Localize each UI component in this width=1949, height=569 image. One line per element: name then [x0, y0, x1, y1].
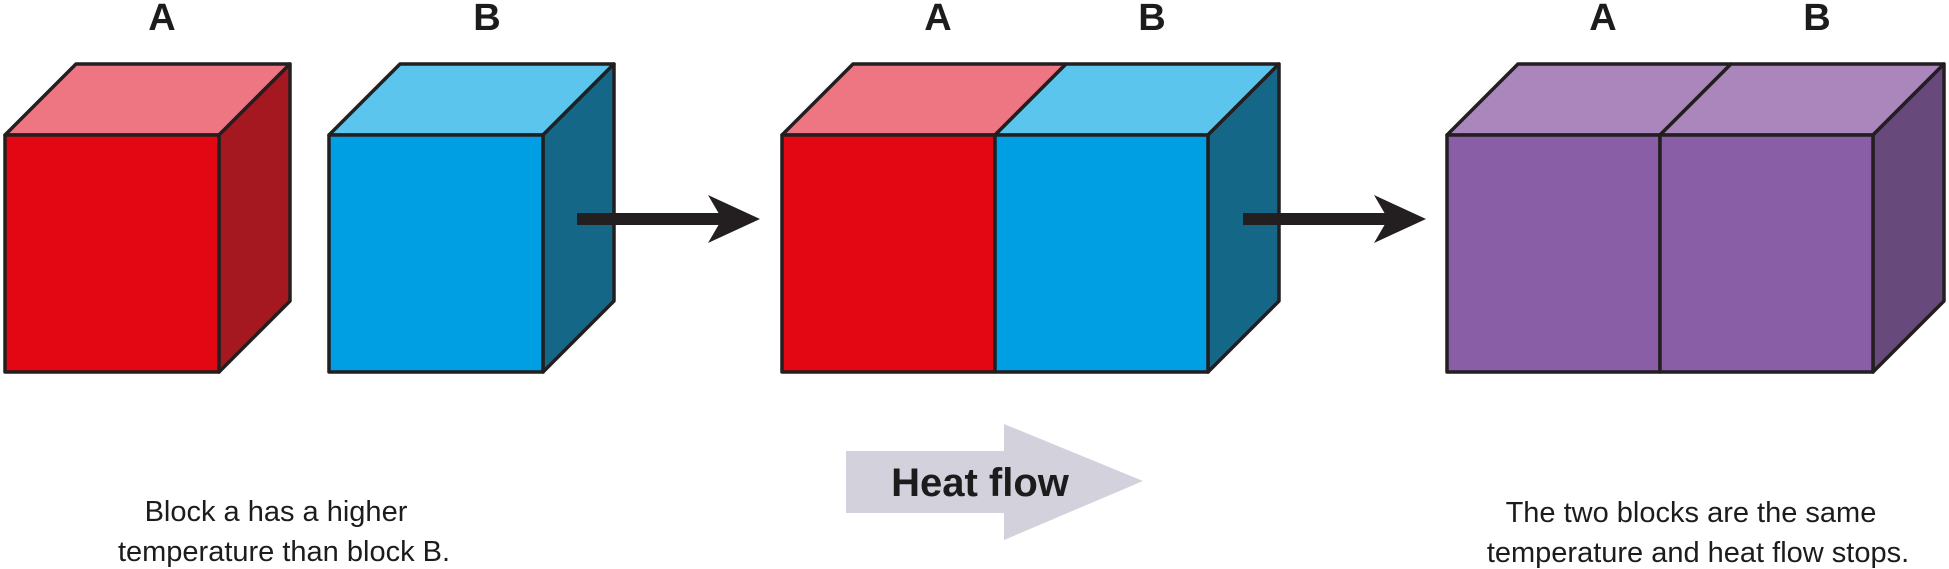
block-a-label: A	[924, 0, 951, 39]
block-a-front-face	[1445, 133, 1662, 374]
block-b-front-face	[1658, 133, 1875, 374]
stage-1-caption-line-1: Block a has a higher	[145, 496, 408, 528]
stage-3-caption: The two blocks are the same temperature …	[1487, 497, 1909, 569]
stage-1-caption: Block a has a higher temperature than bl…	[118, 496, 450, 568]
stage-1-block-a: A	[3, 0, 292, 374]
stage-1-caption-line-2: temperature than block B.	[118, 536, 450, 568]
stage-3-equilibrium: A B The two blocks are the same temperat…	[1445, 0, 1946, 569]
block-a-label: A	[1589, 0, 1616, 39]
transition-arrow-2	[1243, 195, 1426, 243]
heat-flow-arrow: Heat flow	[846, 424, 1143, 540]
stage-3-caption-line-1: The two blocks are the same	[1506, 497, 1877, 529]
stage-3-caption-line-2: temperature and heat flow stops.	[1487, 537, 1909, 569]
block-a-label: A	[148, 0, 175, 39]
block-b-front-face	[327, 133, 545, 374]
transition-arrow-1	[577, 195, 760, 243]
block-b-front-face	[993, 133, 1210, 374]
block-a-front-face	[780, 133, 997, 374]
block-a-front-face	[3, 133, 221, 374]
stage-2-blocks-in-contact: A B Heat flow	[780, 0, 1281, 540]
block-b-label: B	[473, 0, 500, 39]
block-b-label: B	[1803, 0, 1830, 39]
block-b-label: B	[1138, 0, 1165, 39]
stage-1-block-b: B	[327, 0, 616, 374]
stage-1-separate-blocks: A B Block a has a higher temperature tha…	[3, 0, 616, 568]
heat-flow-label: Heat flow	[891, 461, 1070, 505]
